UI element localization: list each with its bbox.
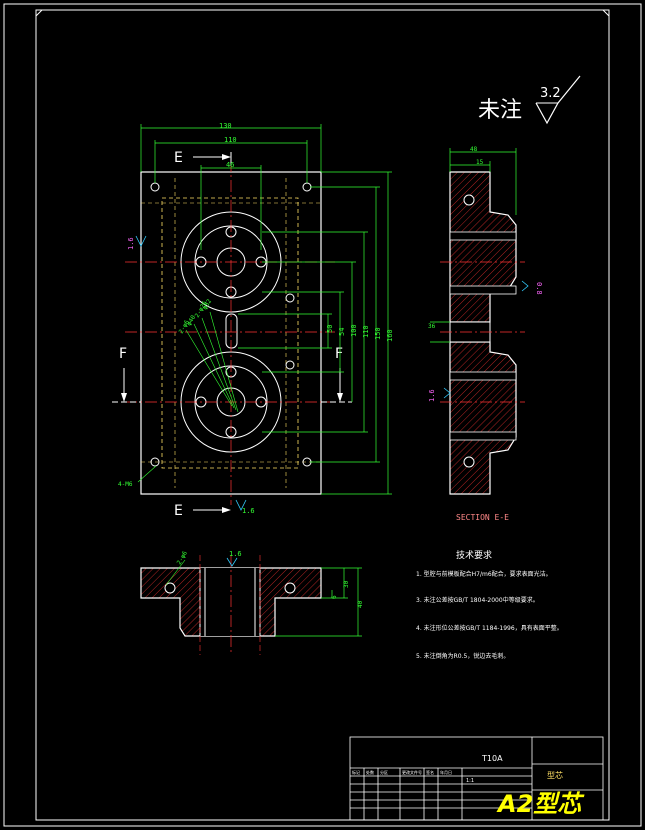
front-roughness-bottom: 1.6	[242, 507, 255, 515]
side-dim-2: 15	[476, 159, 484, 166]
title-block-scale: 1:1	[466, 778, 474, 784]
bottom-hole-callout: 2-φ6	[176, 550, 189, 566]
title-block-header-1: 标记	[352, 769, 360, 775]
title-block-header-5: 签名	[426, 769, 434, 775]
dim-right-4: 110	[362, 325, 370, 338]
section-label-f-right: F	[335, 346, 343, 362]
side-roughness-left: 1.6	[428, 389, 436, 402]
front-roughness: 1.6	[127, 237, 135, 250]
tech-req-item-2: 3. 未注公差按GB/T 1804-2000中等级要求。	[416, 596, 539, 604]
bottom-dim-3: 40	[357, 600, 364, 608]
title-block-header-3: 分区	[380, 769, 388, 775]
bottom-dim-2: 30	[343, 580, 350, 588]
tech-req-item-1: 1. 型腔与前模板配合H7/m6配合，要求表面光洁。	[416, 570, 552, 578]
tech-req-title: 技术要求	[456, 549, 492, 561]
tech-req-item-3: 4. 未注形位公差按GB/T 1184-1996，具有表面平整。	[416, 624, 563, 632]
dim-right-6: 160	[386, 329, 394, 342]
dim-right-1: 50	[326, 325, 334, 333]
dim-right-2: 54	[338, 328, 346, 336]
section-label-e-top: E	[174, 150, 183, 166]
dim-right-3: 100	[350, 324, 358, 337]
title-block-header-4: 更改文件号	[402, 769, 422, 775]
outer-border	[3, 3, 642, 827]
dim-top-3: 46	[226, 161, 234, 169]
bottom-dim-1: 6	[331, 595, 338, 599]
hole-callout-1: φ52	[202, 298, 214, 311]
dim-top-1: 130	[219, 122, 232, 130]
dim-right-5: 150	[374, 327, 382, 340]
bottom-roughness: 1.6	[229, 550, 242, 558]
section-label-e-bottom: E	[174, 503, 183, 519]
dim-top-2: 110	[224, 136, 237, 144]
hole-callout-3: φ40	[186, 314, 198, 327]
section-caption: SECTION E-E	[456, 513, 509, 522]
side-dim-3: 36	[428, 323, 436, 330]
svg-text:未注: 未注	[478, 98, 522, 123]
section-label-f-left: F	[119, 346, 127, 362]
surface-finish-note: 未注 3.2	[478, 75, 581, 125]
inner-border	[35, 9, 610, 821]
title-block-part-name: 型芯	[547, 770, 563, 780]
tech-req-item-4: 5. 未注倒角为R0.5，锐边去毛刺。	[416, 652, 509, 660]
title-block	[349, 736, 604, 821]
title-block-header-2: 处数	[366, 769, 374, 775]
title-block-header-6: 年月日	[440, 769, 452, 775]
side-roughness-right: 0.8	[535, 282, 543, 295]
bottom-view: 1.6 2-φ6 6 30 40	[140, 550, 364, 655]
svg-text:3.2: 3.2	[540, 86, 561, 101]
title-block-material: T10A	[481, 754, 503, 763]
technical-requirements: 技术要求 1. 型腔与前模板配合H7/m6配合，要求表面光洁。 3. 未注公差按…	[416, 549, 563, 660]
front-view: F F E E 130 110 46	[112, 122, 394, 519]
watermark-a2-xingxin: A2型芯	[496, 790, 585, 818]
thread-callout: 4-M6	[118, 481, 133, 488]
side-view: 48 15 36 0.8 1.6 SECTION E-E	[428, 146, 543, 522]
side-dim-1: 48	[470, 146, 478, 153]
